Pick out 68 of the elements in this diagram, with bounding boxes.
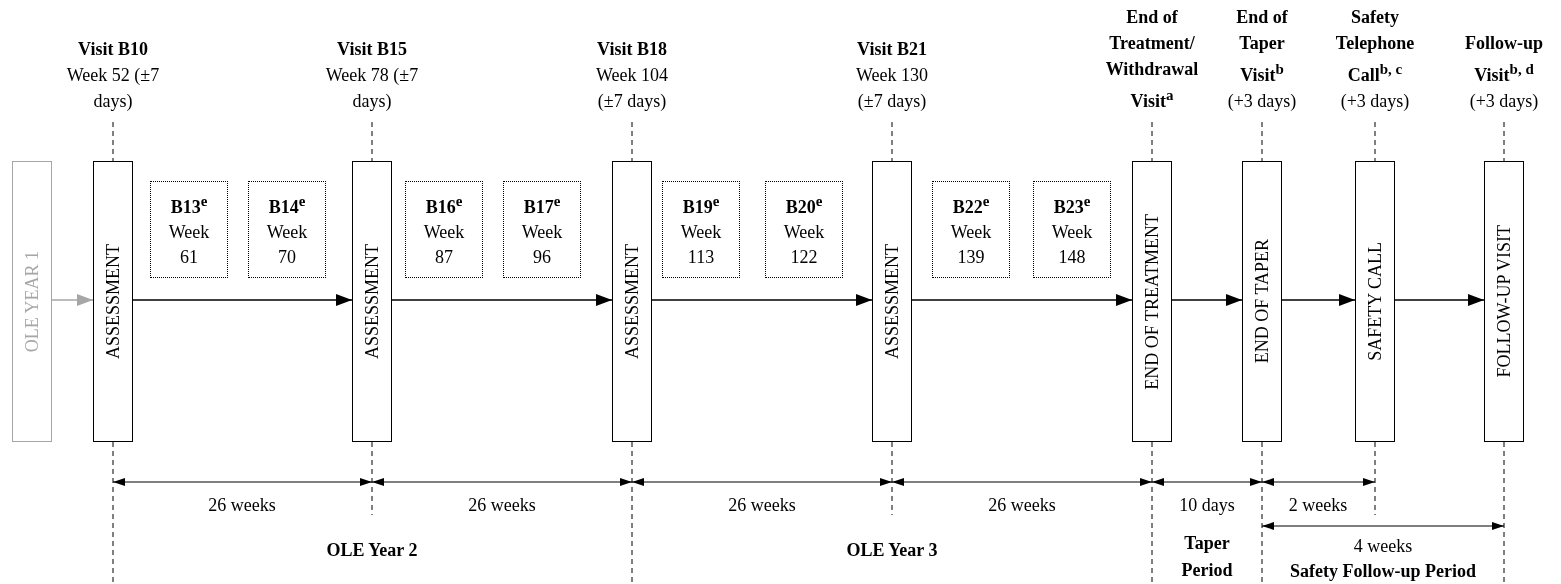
visit-heading: B17$^{e}$ xyxy=(523,192,561,219)
optional-visit-box xyxy=(1033,181,1111,278)
arrow xyxy=(1171,294,1243,306)
visit-timing: Week 104 (±7 days) xyxy=(595,64,669,113)
visit-heading: Visit B10 xyxy=(78,38,148,61)
visit-timing: (+3 days) xyxy=(1469,90,1539,113)
visit-timing: (+3 days) xyxy=(1227,90,1297,113)
visit-heading: B13$^{e}$ xyxy=(170,192,208,219)
visit-timing: Week 78 (±7 days) xyxy=(324,64,420,113)
visit-timing: Week 113 xyxy=(679,221,723,269)
visit-heading: Visit B21 xyxy=(857,38,927,61)
visit-heading: End of Treatment/ Withdrawal Visit$^{a}$ xyxy=(1104,6,1200,113)
visit-timing: Week 130 (±7 days) xyxy=(855,64,929,113)
visit-timing: Week 139 xyxy=(949,221,993,269)
visit-timing: Week 52 (±7 days) xyxy=(65,64,161,113)
box-label: END OF TAPER xyxy=(1253,239,1271,364)
duration-label: 10 days xyxy=(1178,494,1236,517)
visit-timing: Week 96 xyxy=(520,221,564,269)
visit-timing: Week 61 xyxy=(167,221,211,269)
visit-timing: Week 148 xyxy=(1050,221,1094,269)
arrow xyxy=(651,294,873,306)
arrow xyxy=(911,294,1133,306)
visit-heading: B14$^{e}$ xyxy=(268,192,306,219)
box-label: END OF TREATMENT xyxy=(1143,213,1161,390)
visit-heading: Visit B18 xyxy=(597,38,667,61)
visit-heading: B16$^{e}$ xyxy=(425,192,463,219)
optional-visit-box xyxy=(248,181,326,278)
duration-label: 26 weeks xyxy=(987,494,1057,517)
duration-label: 26 weeks xyxy=(207,494,277,517)
visit-heading: Visit B15 xyxy=(337,38,407,61)
optional-visit-box xyxy=(765,181,843,278)
optional-visit-box xyxy=(662,181,740,278)
optional-visit-box xyxy=(503,181,581,278)
arrow xyxy=(132,294,353,306)
period-label: OLE Year 3 xyxy=(845,539,939,562)
box-label: ASSESSMENT xyxy=(363,244,381,359)
arrow xyxy=(51,294,94,306)
duration-label: 26 weeks xyxy=(727,494,797,517)
optional-visit-box xyxy=(150,181,228,278)
duration-label: 26 weeks xyxy=(467,494,537,517)
arrow xyxy=(1281,294,1356,306)
visit-heading: Safety Telephone Call$^{b, c}$ xyxy=(1334,6,1416,87)
phase-box xyxy=(12,161,52,442)
box-label: ASSESSMENT xyxy=(104,244,122,359)
optional-visit-box xyxy=(932,181,1010,278)
box-label: OLE YEAR 1 xyxy=(23,250,41,353)
optional-visit-box xyxy=(405,181,483,278)
duration-label: 2 weeks xyxy=(1287,494,1349,517)
box-label: ASSESSMENT xyxy=(623,244,641,359)
visit-heading: Follow-up Visit$^{b, d}$ xyxy=(1464,32,1544,87)
visit-heading: B23$^{e}$ xyxy=(1053,192,1091,219)
duration-label: 4 weeks xyxy=(1352,535,1414,558)
arrow xyxy=(1394,294,1485,306)
visit-heading: B22$^{e}$ xyxy=(952,192,990,219)
box-label: ASSESSMENT xyxy=(883,244,901,359)
box-label: SAFETY CALL xyxy=(1366,242,1384,361)
period-label: Safety Follow-up Period xyxy=(1289,560,1477,583)
visit-heading: End of Taper Visit$^{b}$ xyxy=(1235,6,1289,87)
visit-timing: Week 87 xyxy=(422,221,466,269)
visit-heading: B20$^{e}$ xyxy=(785,192,823,219)
visit-timing: (+3 days) xyxy=(1340,90,1410,113)
arrow xyxy=(391,294,613,306)
visit-timing: Week 122 xyxy=(782,221,826,269)
period-label: OLE Year 2 xyxy=(325,539,419,562)
period-label: Taper Period xyxy=(1180,532,1234,582)
visit-heading: B19$^{e}$ xyxy=(682,192,720,219)
visit-timing: Week 70 xyxy=(265,221,309,269)
box-label: FOLLOW-UP VISIT xyxy=(1495,225,1513,378)
